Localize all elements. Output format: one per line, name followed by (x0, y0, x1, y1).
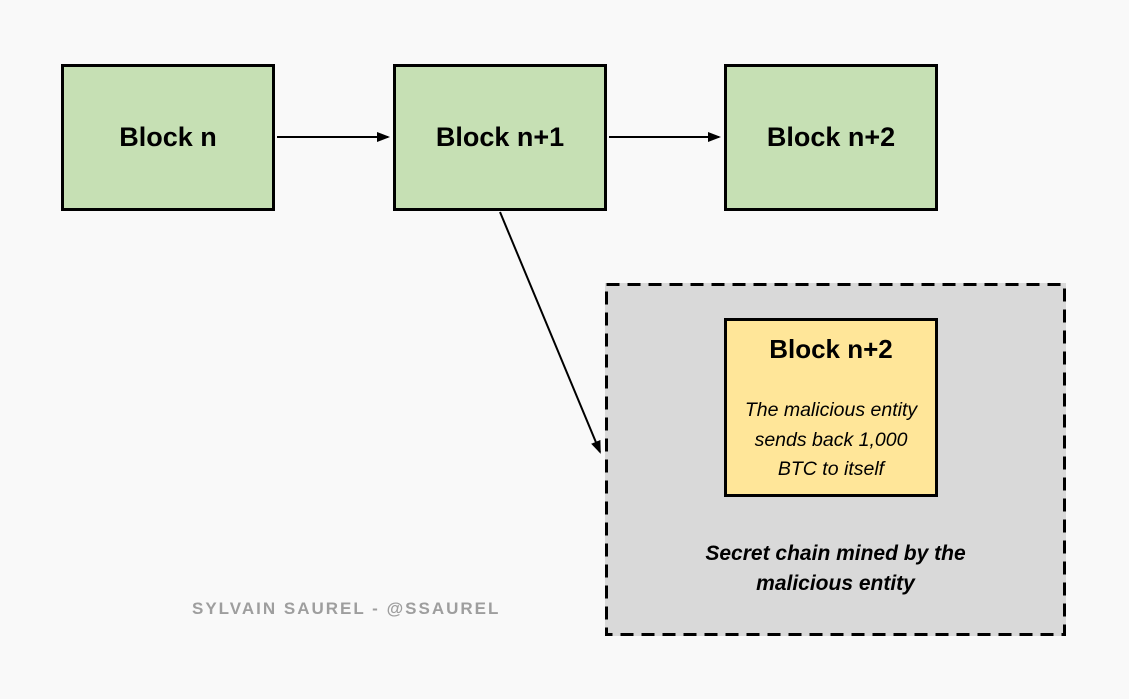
block-n: Block n (61, 64, 275, 211)
watermark-author: SYLVAIN SAUREL - @SSAUREL (192, 599, 501, 618)
secret-block-note: The malicious entity sends back 1,000 BT… (745, 396, 917, 484)
secret-chain-caption: Secret chain mined by the malicious enti… (605, 539, 1066, 600)
block-n-plus-2: Block n+2 (724, 64, 938, 211)
block-n-label: Block n (119, 122, 217, 152)
secret-block-note-line-3: BTC to itself (777, 457, 885, 480)
arrow-block-n1-to-secret-block (499, 211, 601, 454)
secret-chain-caption-line-2: malicious entity (756, 572, 915, 596)
secret-block-n-plus-2: Block n+2 The malicious entity sends bac… (724, 318, 938, 497)
block-n-plus-2-label: Block n+2 (766, 122, 896, 152)
block-n-plus-1-label: Block n+1 (435, 122, 565, 152)
secret-chain-caption-line-1: Secret chain mined by the (705, 542, 966, 565)
secret-block-note-line-1: The malicious entity (744, 399, 918, 422)
secret-block-note-line-2: sends back 1,000 (754, 428, 908, 451)
block-n-plus-1: Block n+1 (393, 64, 607, 211)
secret-block-title: Block n+2 (769, 334, 893, 364)
